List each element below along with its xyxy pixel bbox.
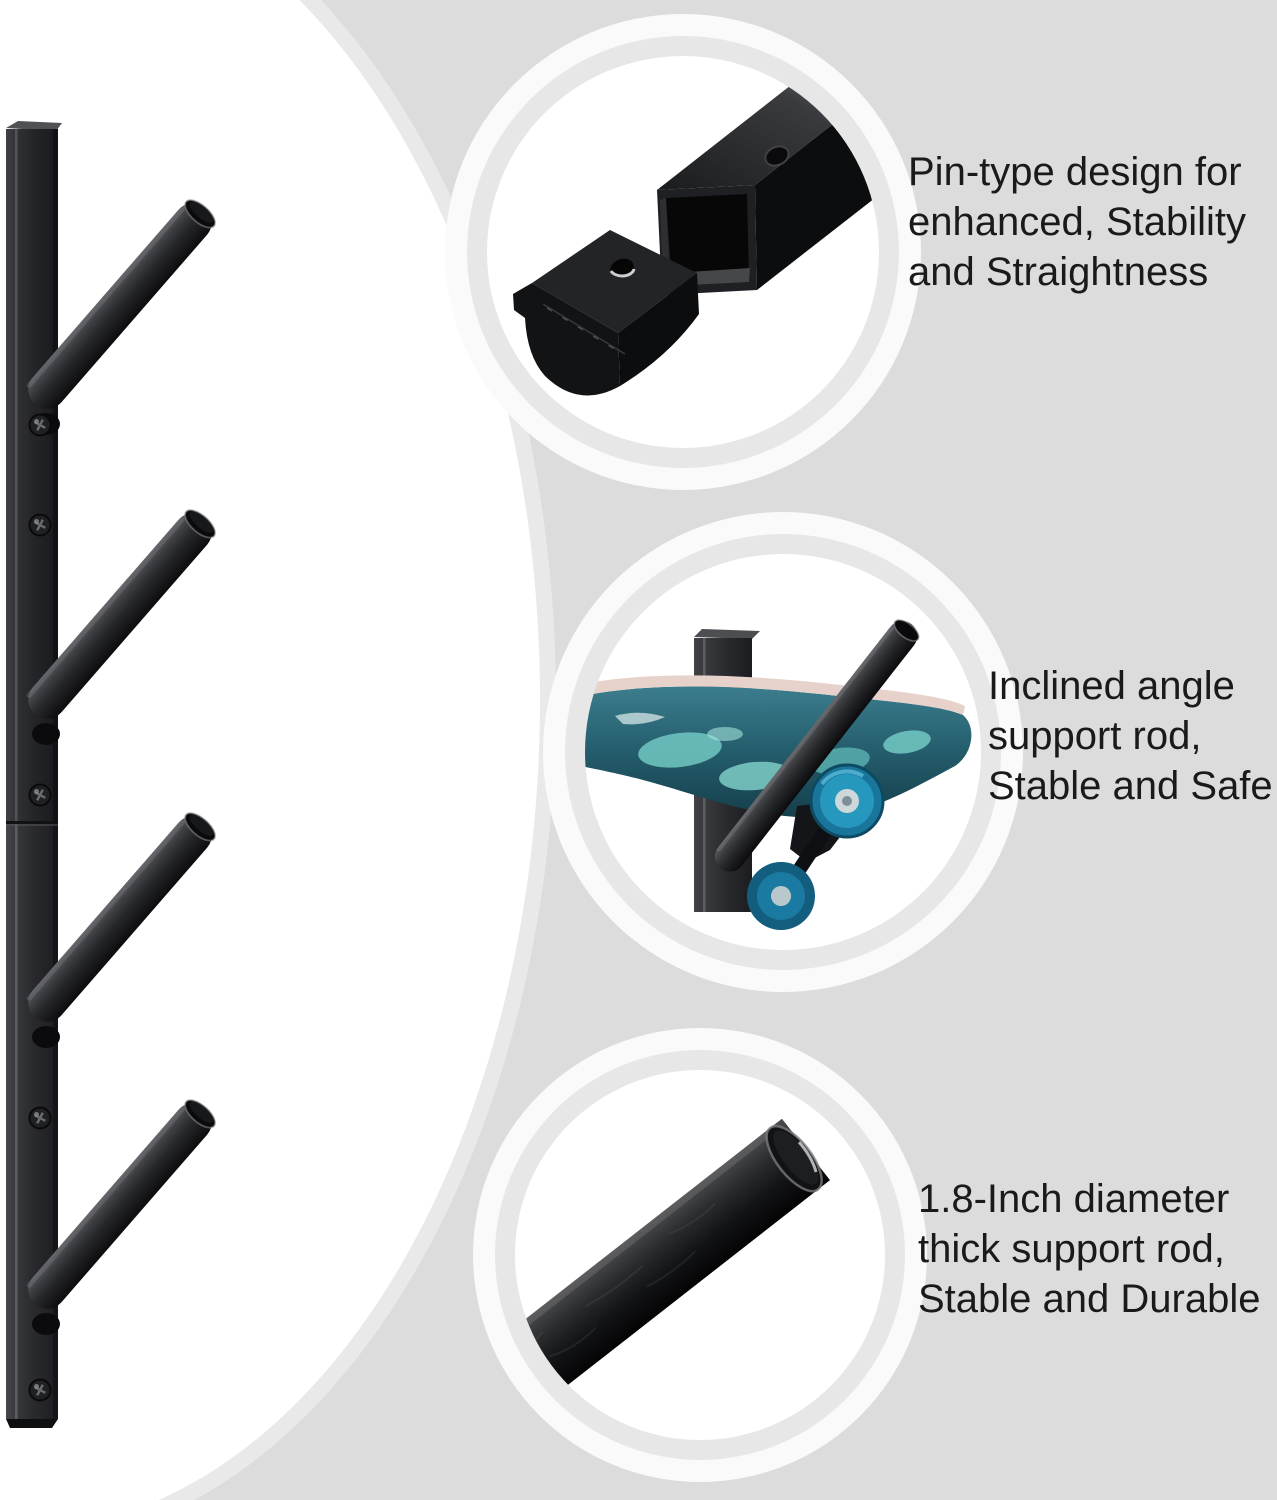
callout-line: support rod, (988, 714, 1202, 758)
callout-text-inclined-rod: Inclined angle support rod, Stable and S… (988, 661, 1273, 811)
mount-screw-3 (28, 783, 52, 807)
callout-text-pin-design: Pin-type design for enhanced, Stability … (908, 147, 1246, 297)
skateboard-wheel-rear (747, 862, 815, 930)
skateboard-wheel-front (809, 763, 885, 839)
callout-text-thick-rod: 1.8-Inch diameter thick support rod, Sta… (918, 1174, 1260, 1324)
mount-screw-4 (28, 1106, 52, 1130)
callout-line: Stable and Durable (918, 1277, 1261, 1321)
callout-line: Pin-type design for (908, 150, 1242, 194)
rack-rod-3 (26, 812, 217, 1048)
callout-line: thick support rod, (918, 1227, 1225, 1271)
rack-post (6, 121, 62, 1428)
square-tube-section (657, 56, 879, 295)
mount-screw-2 (28, 513, 52, 537)
thick-rod-cylinder (515, 1118, 830, 1439)
rack-rod-1 (26, 199, 217, 435)
rack-rod-2 (26, 509, 217, 745)
callout-photo-pin-design (487, 56, 879, 448)
callout-photo-thick-rod (515, 1070, 885, 1440)
callout-line: and Straightness (908, 250, 1209, 294)
callout-line: Inclined angle (988, 664, 1235, 708)
callout-line: Stable and Safe (988, 764, 1273, 808)
rack-product-image (6, 121, 217, 1428)
rack-rod-4 (26, 1099, 217, 1335)
support-rod-photo (714, 619, 920, 872)
channel-cap-section (513, 230, 699, 396)
callout-line: 1.8-Inch diameter (918, 1177, 1230, 1221)
callout-photo-inclined-rod (585, 554, 981, 950)
callout-line: enhanced, Stability (908, 200, 1247, 244)
mount-screw-5 (28, 1378, 52, 1402)
mount-screw-1 (28, 413, 52, 437)
